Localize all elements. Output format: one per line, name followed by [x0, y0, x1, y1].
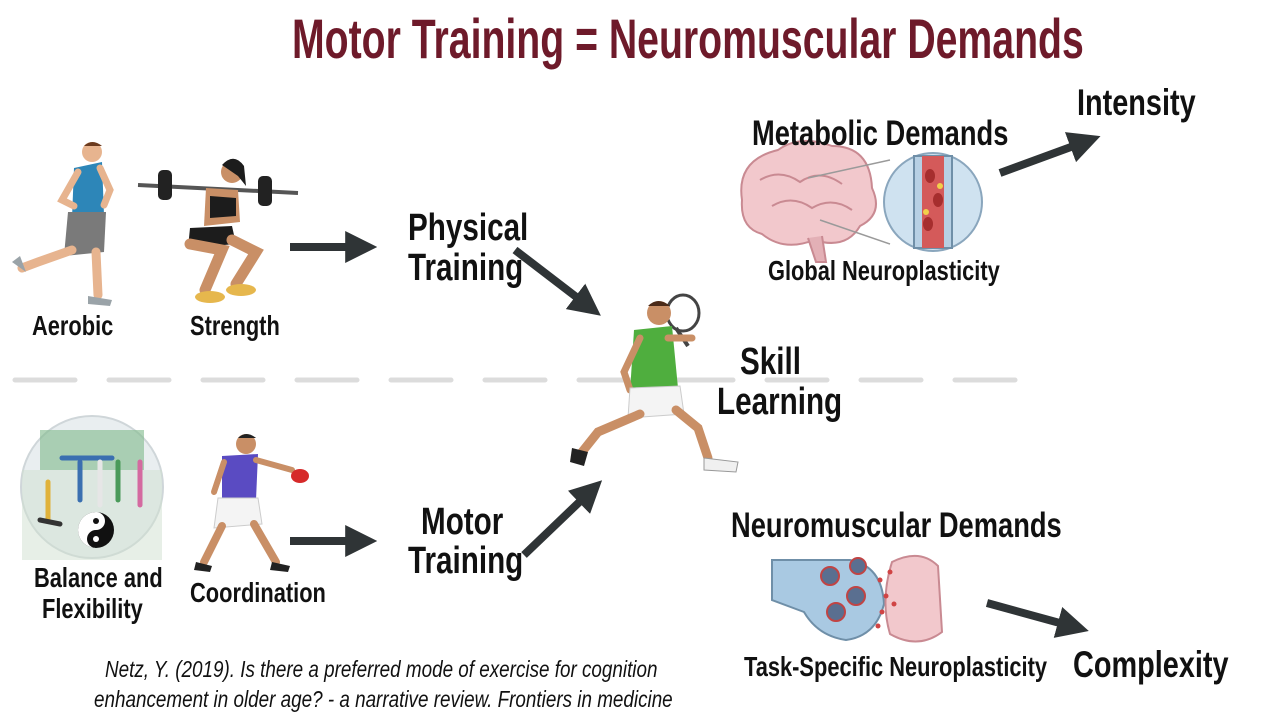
- weightlifter-icon: [137, 158, 299, 303]
- arrows: [290, 132, 1101, 638]
- motor-training-label-line2: Training: [408, 540, 524, 582]
- blood-vessel-icon: [883, 152, 983, 252]
- skill-learning-label-line2: Learning: [717, 381, 843, 423]
- motor-training-label-line1: Motor: [421, 501, 504, 543]
- neuromuscular-demands-label: Neuromuscular Demands: [731, 506, 1062, 545]
- arrow-neuromuscular-to-complexity: [985, 599, 1089, 638]
- tennis-player-icon: [570, 293, 739, 473]
- metabolic-demands-label: Metabolic Demands: [752, 114, 1009, 153]
- physical-training-label-line2: Training: [408, 247, 524, 289]
- physical-training-label-line1: Physical: [408, 207, 529, 249]
- arrow-metabolic-to-intensity: [998, 132, 1101, 177]
- coordination-label: Coordination: [190, 577, 326, 608]
- task-specific-neuroplasticity-label: Task-Specific Neuroplasticity: [744, 651, 1048, 682]
- arrow-physical-to-skill: [512, 246, 601, 316]
- page-title: Motor Training = Neuromuscular Demands: [292, 7, 1084, 70]
- synapse-icon: [771, 555, 944, 643]
- arrow-motor-to-skill: [521, 480, 603, 558]
- brain-icon: [740, 139, 891, 263]
- balance-label-line2: Flexibility: [42, 593, 143, 624]
- complexity-label: Complexity: [1073, 644, 1229, 685]
- runner-icon: [12, 142, 114, 306]
- table-tennis-icon: [194, 434, 309, 572]
- skill-learning-label-line1: Skill: [740, 341, 801, 383]
- tai-chi-icon: [20, 415, 164, 560]
- citation-line2: enhancement in older age? - a narrative …: [94, 686, 673, 712]
- global-neuroplasticity-label: Global Neuroplasticity: [768, 255, 1000, 286]
- aerobic-label: Aerobic: [32, 310, 114, 341]
- strength-label: Strength: [190, 310, 280, 341]
- citation-line1: Netz, Y. (2019). Is there a preferred mo…: [105, 656, 658, 682]
- intensity-label: Intensity: [1077, 82, 1196, 123]
- balance-label-line1: Balance and: [34, 562, 163, 593]
